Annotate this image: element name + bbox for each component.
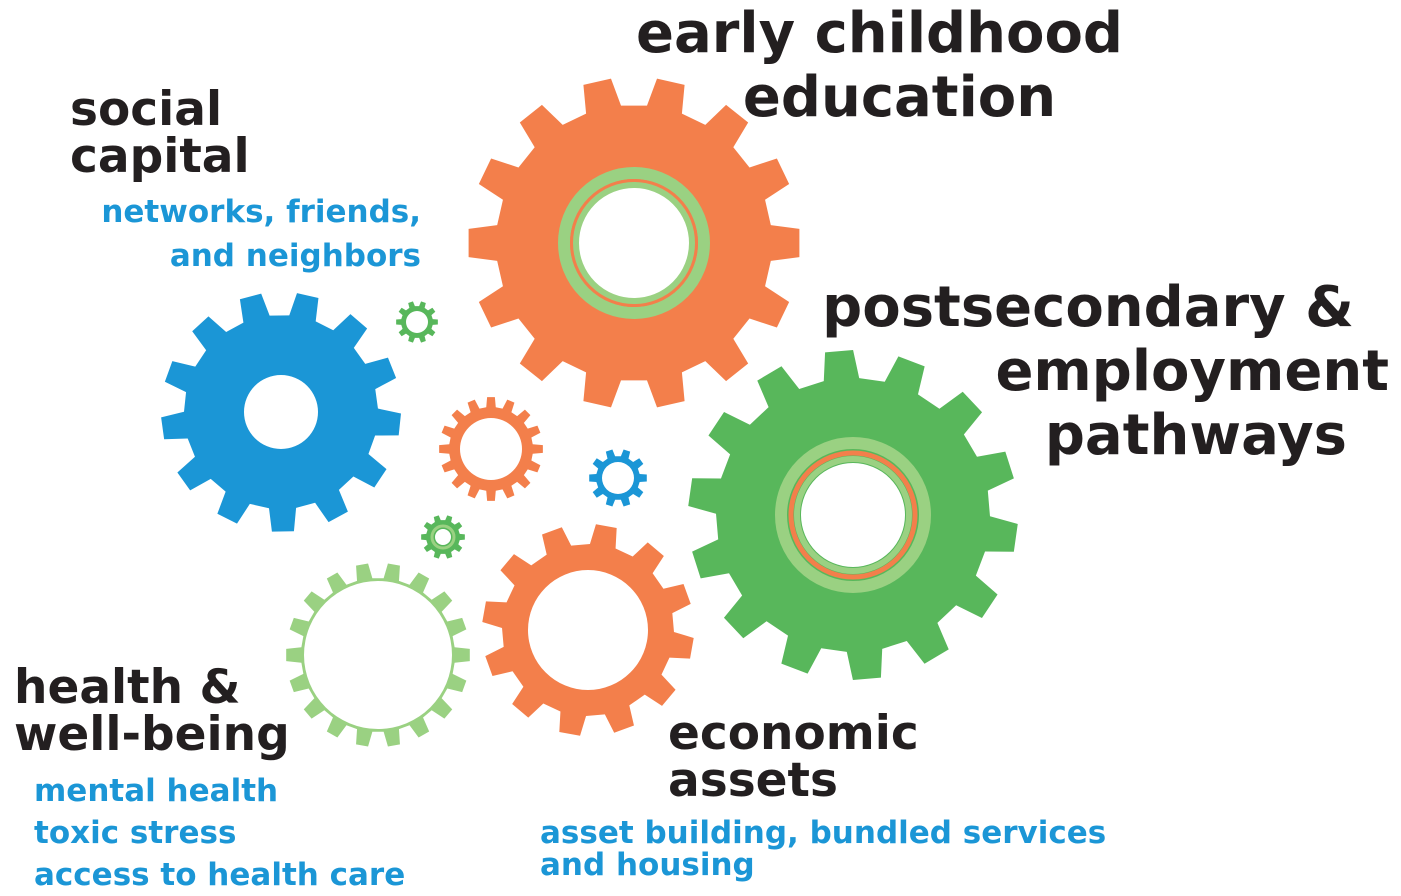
postsecondary-gear-ring-mid (788, 450, 918, 580)
tiny-green-gear-bottom-ring (430, 524, 456, 550)
tiny-green-gear-bottom (421, 515, 465, 559)
postsecondary-gear-ring-inner (794, 456, 912, 574)
health-subtitle: mental health toxic stress access to hea… (34, 773, 406, 893)
early-childhood-gear-ring-inner (573, 182, 695, 304)
economic-assets-label: economic assets (668, 706, 919, 808)
postsecondary-gear (688, 350, 1018, 680)
tiny-green-gear-top (396, 301, 438, 343)
early-childhood-gear (468, 78, 800, 408)
social-capital-label: social capital (70, 82, 250, 184)
economic-assets-subtitle: asset building, bundled services and hou… (540, 815, 1107, 883)
early-childhood-gear-ring-outer (558, 167, 710, 319)
postsecondary-gear-ring-outer (775, 437, 931, 593)
health-gear (286, 563, 470, 747)
small-orange-gear (439, 397, 543, 501)
social-capital-subtitle: networks, friends, and neighbors (101, 194, 421, 274)
social-capital-gear (161, 293, 401, 532)
early-childhood-label: early childhood education (636, 1, 1124, 130)
health-label: health & well-being (14, 660, 290, 762)
early-childhood-gear-ring-mid (570, 179, 698, 307)
small-blue-gear (589, 449, 647, 507)
postsecondary-label: postsecondary & employment pathways (822, 275, 1389, 468)
economic-assets-gear (482, 524, 694, 736)
